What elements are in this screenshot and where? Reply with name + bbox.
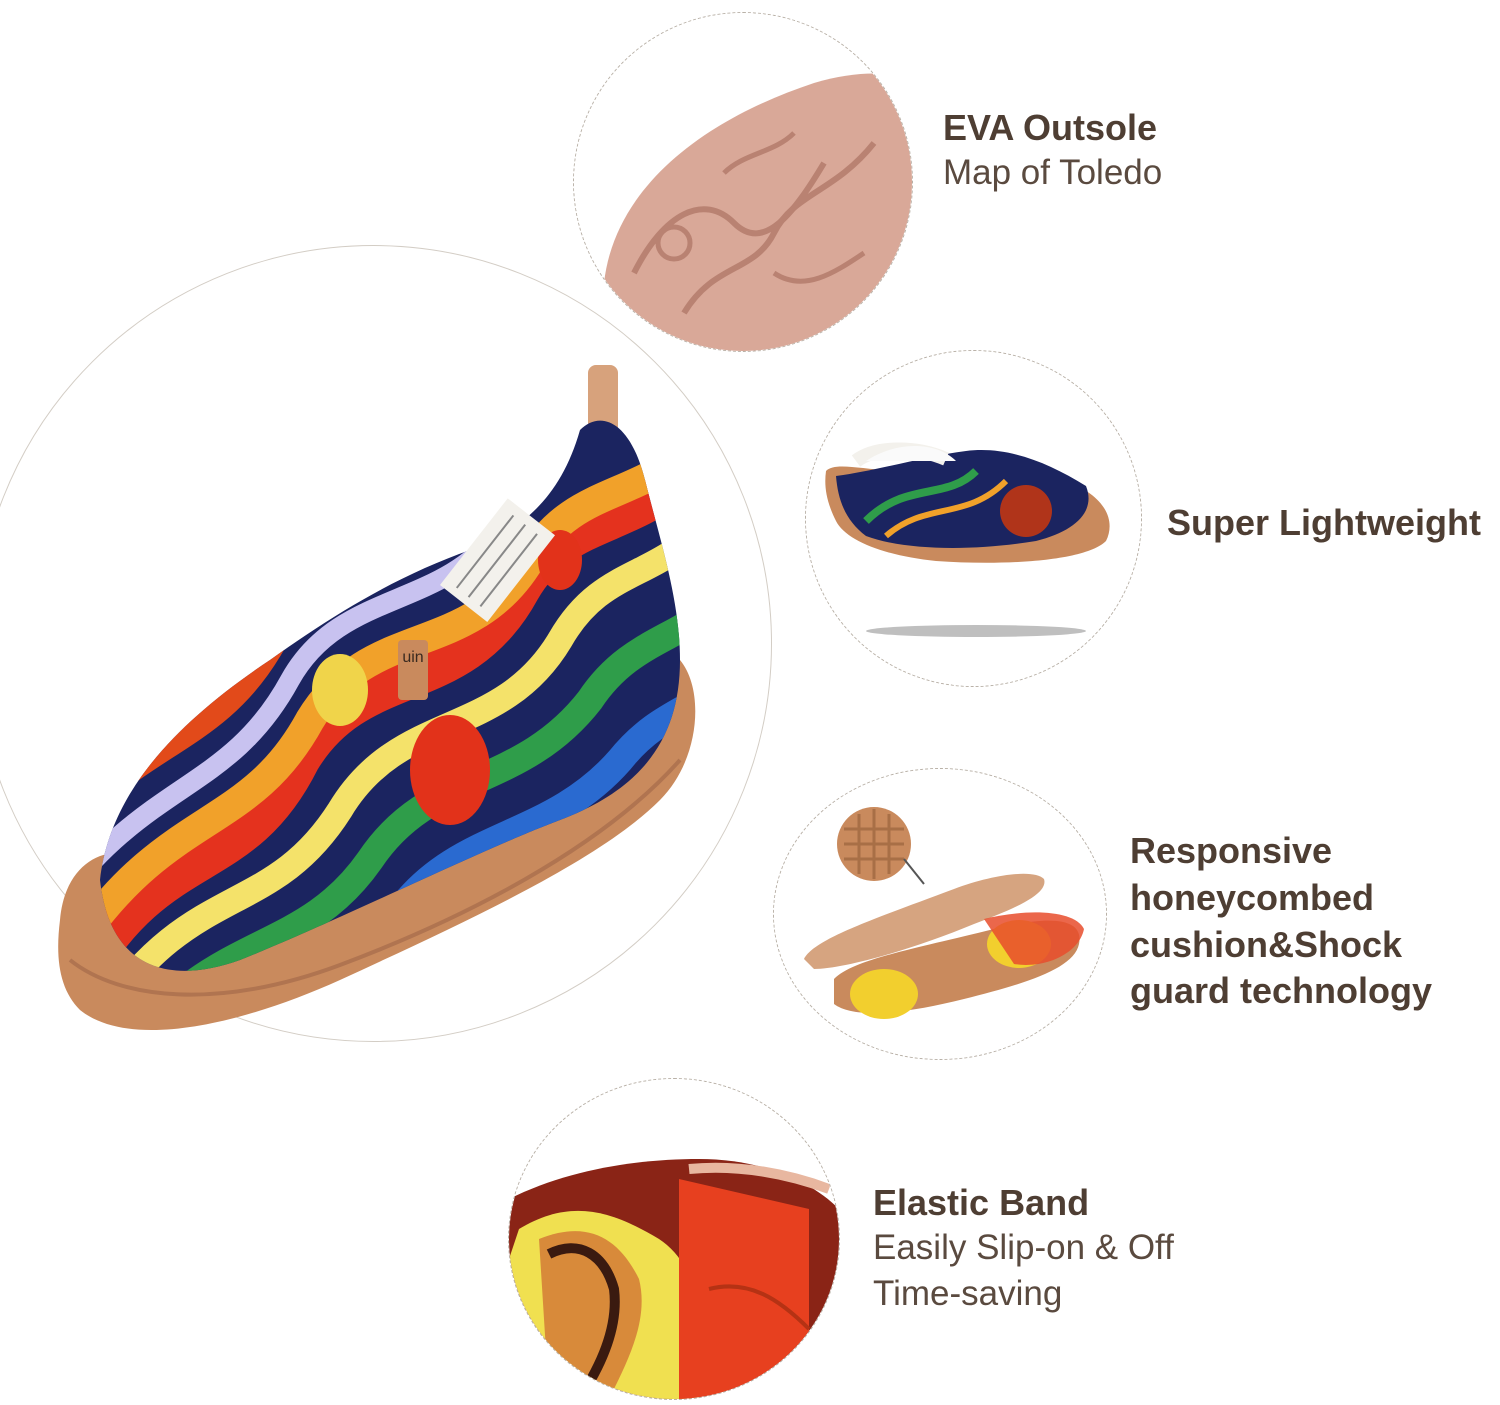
feature-outsole-subtitle: Map of Toledo (943, 153, 1163, 192)
elastic-detail-image (509, 1079, 839, 1399)
feature-outsole: EVA Outsole Map of Toledo (943, 105, 1162, 196)
feature-cushion: Responsive honeycombed cushion&Shock gua… (1130, 828, 1432, 1015)
insole-detail-image (774, 769, 1106, 1059)
feature-lightweight-title: Super Lightweight (1167, 502, 1481, 543)
feature-outsole-title: EVA Outsole (943, 107, 1158, 148)
outsole-detail-image (574, 13, 912, 351)
lightweight-detail-image (806, 351, 1141, 686)
feature-elastic-subtitle-1: Easily Slip-on & Off (873, 1228, 1174, 1267)
brand-logo-text: uin (402, 649, 423, 666)
feature-elastic: Elastic Band Easily Slip-on & Off Time-s… (873, 1180, 1174, 1316)
elastic-detail-circle (508, 1078, 840, 1400)
insole-detail-circle (773, 768, 1107, 1060)
feature-cushion-line-2: honeycombed (1130, 876, 1375, 918)
feature-cushion-line-3: cushion&Shock (1130, 923, 1403, 965)
outsole-detail-circle (573, 12, 913, 352)
feature-elastic-title: Elastic Band (873, 1182, 1090, 1223)
hero-shoe-illustration: uin (58, 365, 696, 1031)
lightweight-detail-circle (805, 350, 1142, 687)
feature-cushion-line-4: guard technology (1130, 970, 1433, 1012)
feature-elastic-subtitle-2: Time-saving (873, 1273, 1063, 1313)
feature-cushion-line-1: Responsive (1130, 830, 1333, 871)
feature-lightweight: Super Lightweight (1167, 500, 1481, 545)
hero-shoe-image: uin (40, 360, 740, 1050)
brand-logo-patch (398, 640, 428, 700)
hero-ring (0, 245, 772, 1042)
